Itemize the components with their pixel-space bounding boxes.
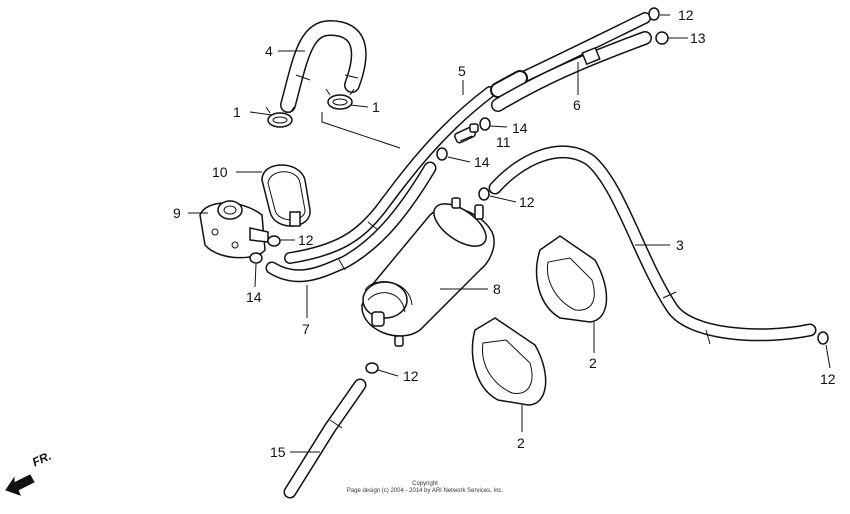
part-label-4: 4 bbox=[265, 43, 273, 59]
front-direction-arrow-icon bbox=[5, 474, 35, 496]
part-label-7: 7 bbox=[302, 321, 310, 337]
tank-band-2-upper bbox=[535, 235, 608, 323]
clip-14-upper bbox=[479, 117, 491, 131]
part-label-5: 5 bbox=[458, 63, 466, 79]
part-label-12-right: 12 bbox=[820, 371, 836, 387]
copyright-line-1: Copyright bbox=[412, 481, 438, 487]
cover-9 bbox=[199, 200, 269, 259]
clip-12-lower bbox=[365, 362, 379, 374]
hose-5 bbox=[284, 86, 496, 264]
part-label-2-upper: 2 bbox=[589, 355, 597, 371]
clip-12-near-cover bbox=[267, 235, 281, 247]
clip-1-left bbox=[265, 106, 295, 128]
part-label-11: 11 bbox=[496, 134, 511, 150]
fitting-11 bbox=[454, 123, 479, 144]
hose-15 bbox=[283, 378, 367, 499]
part-label-12-cover: 12 bbox=[298, 232, 314, 248]
part-label-12-lower: 12 bbox=[403, 368, 419, 384]
part-label-12-top: 12 bbox=[678, 7, 694, 23]
fuel-pump-8 bbox=[361, 197, 495, 347]
part-label-10: 10 bbox=[212, 164, 228, 180]
hose-3 bbox=[488, 145, 817, 345]
part-label-9: 9 bbox=[173, 205, 181, 221]
part-label-6: 6 bbox=[573, 97, 581, 113]
clip-13 bbox=[655, 31, 669, 45]
part-label-14-upper: 14 bbox=[512, 120, 528, 136]
clip-12-top-right bbox=[648, 7, 660, 21]
tank-band-2-lower bbox=[471, 317, 547, 406]
part-labels: 1 1 2 2 3 4 5 6 7 8 9 10 11 12 12 12 12 … bbox=[173, 7, 836, 460]
part-label-1-right: 1 bbox=[372, 99, 380, 115]
clip-12-near-pump bbox=[478, 187, 490, 201]
part-label-13: 13 bbox=[690, 30, 706, 46]
hose-6 bbox=[491, 31, 652, 112]
leader-lines bbox=[188, 14, 831, 453]
copyright-line-2: Page design (c) 2004 - 2014 by ARI Netwo… bbox=[346, 488, 504, 494]
clip-14-middle bbox=[436, 147, 448, 161]
part-label-15: 15 bbox=[270, 444, 286, 460]
part-label-2-lower: 2 bbox=[517, 435, 525, 451]
hose-4 bbox=[280, 19, 367, 113]
clip-bracket-line bbox=[321, 112, 401, 149]
clip-12-right bbox=[817, 331, 829, 345]
part-label-1-left: 1 bbox=[233, 104, 241, 120]
hose-7 bbox=[265, 161, 437, 283]
part-label-14-middle: 14 bbox=[474, 154, 490, 170]
clip-1-right bbox=[325, 88, 355, 110]
hose-upper-right bbox=[490, 12, 651, 98]
part-label-14-cover: 14 bbox=[246, 289, 262, 305]
part-label-8: 8 bbox=[493, 281, 501, 297]
part-label-12-pump: 12 bbox=[519, 194, 535, 210]
part-label-3: 3 bbox=[676, 237, 684, 253]
clip-14-near-cover bbox=[249, 252, 263, 264]
clamp-10 bbox=[261, 164, 311, 227]
